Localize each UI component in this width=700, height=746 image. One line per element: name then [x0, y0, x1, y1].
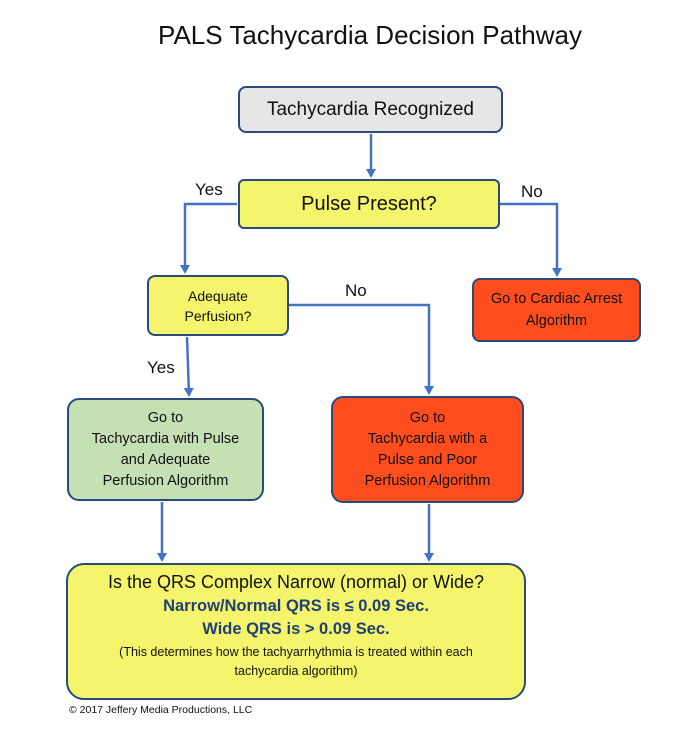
node-pulse-present: Pulse Present?	[238, 179, 500, 229]
edge-label-perfusion-no: No	[345, 281, 367, 300]
edge-pulse-yes	[180, 202, 237, 274]
node-label-line: Go to	[147, 409, 184, 426]
node-label-line: Pulse and Poor	[377, 451, 478, 468]
node-label-line: Algorithm	[525, 313, 588, 329]
qrs-narrow-criteria: Narrow/Normal QRS is ≤ 0.09 Sec.	[163, 597, 429, 615]
node-label-line: and Adequate	[120, 451, 211, 468]
node-label-line: Adequate	[188, 287, 248, 304]
qrs-note-line: tachycardia algorithm)	[234, 664, 358, 678]
edge-perfusion-no	[289, 303, 434, 395]
node-label-line: Go to	[409, 409, 446, 426]
edge-pulse-no	[500, 202, 562, 277]
node-adequate-perfusion-question: Adequate Perfusion?	[147, 275, 289, 336]
node-label-line: Perfusion?	[184, 307, 252, 324]
node-label: Tachycardia Recognized	[266, 98, 474, 120]
node-cardiac-arrest: Go to Cardiac Arrest Algorithm	[472, 278, 641, 342]
node-label-line: Tachycardia with a	[367, 430, 488, 447]
edge-label-pulse-no: No	[521, 182, 543, 201]
node-qrs-complex: Is the QRS Complex Narrow (normal) or Wi…	[66, 563, 526, 700]
node-tachycardia-recognized: Tachycardia Recognized	[238, 86, 503, 133]
edge-perfusion-yes	[183, 336, 194, 397]
edge-label-perfusion-yes: Yes	[147, 358, 175, 377]
copyright-notice: © 2017 Jeffery Media Productions, LLC	[69, 704, 253, 716]
node-label-line: Perfusion Algorithm	[364, 472, 491, 489]
node-label-line: Perfusion Algorithm	[102, 472, 229, 489]
qrs-wide-criteria: Wide QRS is > 0.09 Sec.	[202, 620, 390, 638]
node-label: Pulse Present?	[301, 192, 437, 215]
node-label-line: Tachycardia with Pulse	[91, 430, 240, 447]
qrs-question: Is the QRS Complex Narrow (normal) or Wi…	[107, 572, 485, 592]
edge-label-pulse-yes: Yes	[195, 180, 223, 199]
page-title: PALS Tachycardia Decision Pathway	[158, 20, 582, 50]
node-label-line: Go to Cardiac Arrest	[490, 291, 623, 307]
qrs-note-line: (This determines how the tachyarrhythmia…	[119, 645, 473, 659]
node-adequate-perfusion-algorithm: Go to Tachycardia with Pulse and Adequat…	[67, 398, 264, 501]
node-poor-perfusion-algorithm: Go to Tachycardia with a Pulse and Poor …	[331, 396, 524, 503]
